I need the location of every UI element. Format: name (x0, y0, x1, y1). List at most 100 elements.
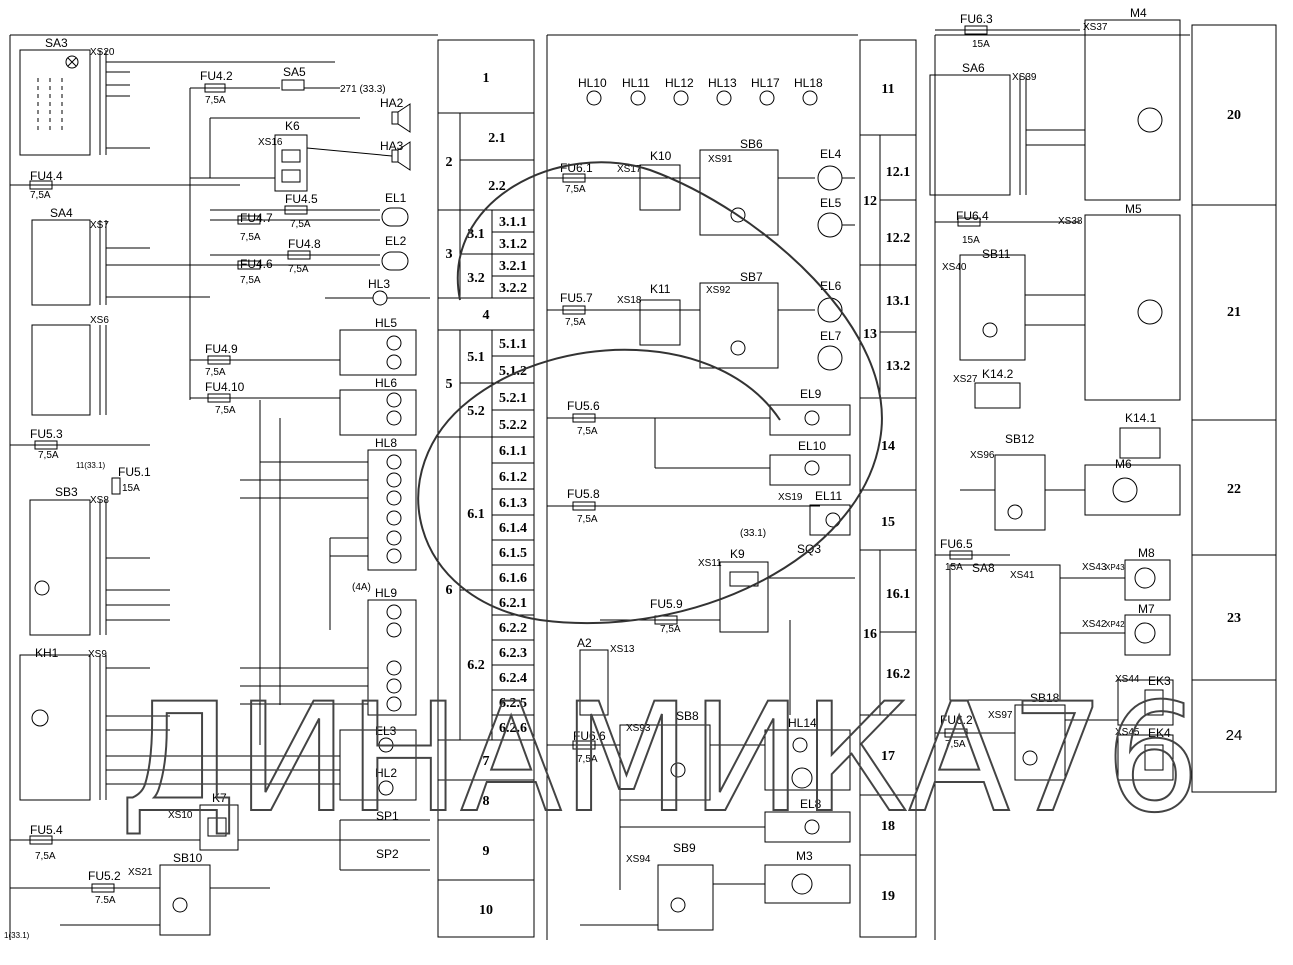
svg-text:16: 16 (863, 627, 877, 642)
fu5-7-label: FU5.7 (560, 291, 593, 305)
fu5-3-label: FU5.3 (30, 427, 63, 441)
sp1-label: SP1 (376, 809, 399, 823)
svg-text:3.2: 3.2 (467, 271, 485, 286)
xs16-label: XS16 (258, 137, 283, 148)
svg-text:5: 5 (446, 377, 453, 392)
xs17-label: XS17 (617, 164, 642, 175)
k6-label: K6 (285, 119, 300, 133)
svg-text:19: 19 (881, 889, 895, 904)
el11-label: EL11 (815, 489, 842, 503)
svg-text:12: 12 (863, 194, 877, 209)
svg-text:6.1.3: 6.1.3 (499, 496, 527, 511)
xs45-label: XS45 (1115, 727, 1140, 738)
svg-text:6.1.4: 6.1.4 (499, 521, 527, 536)
xs39-label: XS39 (1012, 72, 1037, 83)
hl6-label: HL6 (375, 376, 397, 390)
fu4-9-rating: 7,5A (205, 367, 226, 378)
svg-text:9: 9 (483, 844, 490, 859)
fu4-7-rating: 7,5A (240, 232, 261, 243)
fu4-8-label: FU4.8 (288, 237, 321, 251)
svg-text:12.2: 12.2 (886, 231, 911, 246)
fu5-2-rating: 7.5A (95, 895, 116, 906)
fu4-9-label: FU4.9 (205, 342, 238, 356)
xs21-label: XS21 (128, 867, 153, 878)
svg-text:6.2.4: 6.2.4 (499, 671, 527, 686)
fu4-6-label: FU4.6 (240, 257, 273, 271)
k9-label: K9 (730, 547, 745, 561)
el10-label: EL10 (798, 439, 826, 453)
fu6-4-label: FU6.4 (956, 209, 989, 223)
el2-label: EL2 (385, 234, 407, 248)
svg-text:7: 7 (483, 754, 490, 769)
svg-text:5.2: 5.2 (467, 404, 485, 419)
svg-text:6.2.3: 6.2.3 (499, 646, 527, 661)
k11-label: K11 (650, 282, 671, 296)
ha3-label: HA3 (380, 139, 404, 153)
svg-text:11: 11 (881, 82, 894, 97)
fu6-1-rating: 7,5A (565, 184, 586, 195)
hl2-label: HL2 (375, 766, 397, 780)
svg-text:6.2.1: 6.2.1 (499, 596, 527, 611)
el3-label: EL3 (375, 724, 397, 738)
svg-text:6.1.2: 6.1.2 (499, 470, 527, 485)
fu5-8-label: FU5.8 (567, 487, 600, 501)
svg-text:5.1: 5.1 (467, 350, 485, 365)
fu6-6-rating: 7,5A (577, 754, 598, 765)
xs93-label: XS93 (626, 723, 651, 734)
xp43-label: XP43 (1105, 563, 1125, 572)
sb11-label: SB11 (982, 247, 1011, 261)
xs38-label: XS38 (1058, 216, 1083, 227)
hl9-label: HL9 (375, 586, 397, 600)
el4-label: EL4 (820, 147, 842, 161)
m4-label: M4 (1130, 6, 1147, 20)
xs91-label: XS91 (708, 154, 733, 165)
m8-label: M8 (1138, 546, 1155, 560)
sa6-label: SA6 (962, 61, 985, 75)
svg-text:5.2.1: 5.2.1 (499, 391, 527, 406)
section-table-left (437, 39, 535, 938)
xp42-label: XP42 (1105, 620, 1125, 629)
xs40-label: XS40 (942, 262, 967, 273)
svg-text:13.1: 13.1 (886, 294, 911, 309)
svg-text:3.2.1: 3.2.1 (499, 259, 527, 274)
w271-label: 271 (33.3) (340, 84, 386, 95)
fu4-5-rating: 7,5A (290, 219, 311, 230)
watermark-swirl (417, 161, 883, 625)
a2-label: A2 (577, 636, 592, 650)
fu5-9-rating: 7,5A (660, 624, 681, 635)
fu5-9-label: FU5.9 (650, 597, 683, 611)
svg-text:5.2.2: 5.2.2 (499, 418, 527, 433)
fu6-3-rating: 15A (972, 39, 990, 50)
xs42-label: XS42 (1082, 619, 1107, 630)
xs37-label: XS37 (1083, 22, 1108, 33)
svg-text:21: 21 (1227, 305, 1241, 320)
m5-label: M5 (1125, 202, 1142, 216)
sb12-label: SB12 (1005, 432, 1035, 446)
fu4-10-label: FU4.10 (205, 380, 245, 394)
section-table-mid (859, 39, 917, 938)
xs7-label: XS7 (90, 220, 109, 231)
fu4-4-rating: 7,5A (30, 190, 51, 201)
el9-label: EL9 (800, 387, 822, 401)
hl11-label: HL11 (622, 76, 650, 90)
fu5-3-rating: 7,5A (38, 450, 59, 461)
m7-label: M7 (1138, 602, 1155, 616)
svg-text:1: 1 (483, 71, 490, 86)
ek3-label: EK3 (1148, 674, 1171, 688)
fu4-2-label: FU4.2 (200, 69, 233, 83)
section-labels-mid: 11 12 12.1 12.2 13 13.1 13.2 14 15 16 16… (863, 82, 910, 904)
hl5-label: HL5 (375, 316, 397, 330)
xs10-label: XS10 (168, 810, 193, 821)
svg-text:2.1: 2.1 (488, 131, 506, 146)
k14-1-label: K14.1 (1125, 411, 1157, 425)
xs43-label: XS43 (1082, 562, 1107, 573)
svg-text:6.1.5: 6.1.5 (499, 546, 527, 561)
svg-text:14: 14 (881, 439, 895, 454)
xs13-label: XS13 (610, 644, 635, 655)
fu6-3-label: FU6.3 (960, 12, 993, 26)
sa4-label: SA4 (50, 206, 73, 220)
svg-text:24: 24 (1226, 727, 1243, 744)
xs20-label: XS20 (90, 47, 115, 58)
fu5-6-rating: 7,5A (577, 426, 598, 437)
